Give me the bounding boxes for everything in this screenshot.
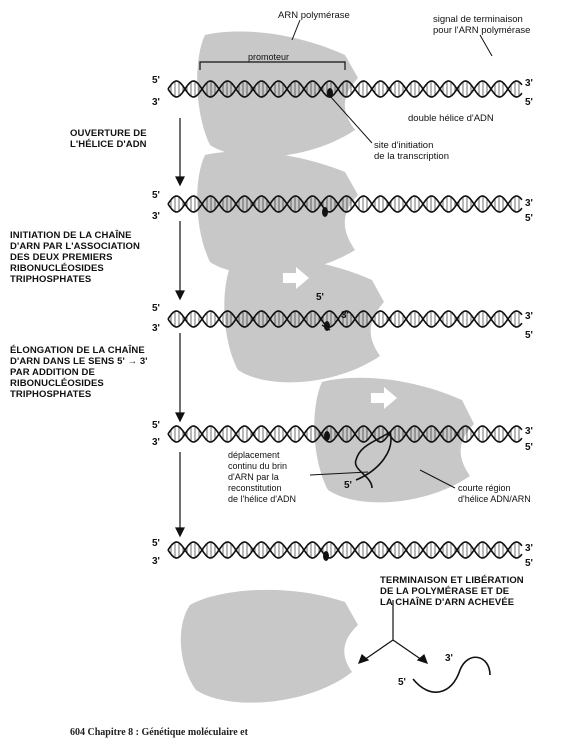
- helix2-bottom-3: 3': [152, 211, 160, 222]
- label-courte-region: courte région d'hélice ADN/ARN: [458, 483, 531, 505]
- initiation-site-2: [322, 207, 328, 217]
- dna-helix-5: [168, 542, 522, 558]
- termination-arrow: [359, 600, 427, 663]
- helix1-bottom-3: 3': [152, 97, 160, 108]
- helix3-bottom-5: 5': [525, 330, 533, 341]
- step-initiation: INITIATION DE LA CHAÎNE D'ARN PAR L'ASSO…: [10, 230, 140, 285]
- step-elongation: ÉLONGATION DE LA CHAÎNE D'ARN DANS LE SE…: [10, 345, 148, 400]
- helix2-bottom-5: 5': [525, 213, 533, 224]
- helix1-top-5: 5': [152, 75, 160, 86]
- step-terminaison: TERMINAISON ET LIBÉRATION DE LA POLYMÉRA…: [380, 575, 524, 608]
- initiation-site-3: [324, 321, 330, 331]
- label-promoteur: promoteur: [248, 52, 289, 63]
- helix4-top-5: 5': [152, 420, 160, 431]
- helix4-top-3: 3': [525, 426, 533, 437]
- polymerase-shape-2: [197, 151, 358, 274]
- helix5-bottom-5: 5': [525, 558, 533, 569]
- rna-final-5: 5': [398, 677, 406, 688]
- rna-initiation-5: 5': [316, 292, 324, 303]
- rna-initiation-3: 3': [341, 310, 349, 321]
- label-signal-terminaison: signal de terminaison pour l'ARN polymér…: [433, 14, 530, 36]
- leader-polymerase: [292, 20, 300, 40]
- label-double-helice: double hélice d'ADN: [408, 113, 494, 124]
- helix5-bottom-3: 3': [152, 556, 160, 567]
- step-ouverture: OUVERTURE DE L'HÉLICE D'ADN: [70, 128, 147, 150]
- helix4-bottom-3: 3': [152, 437, 160, 448]
- helix4-bottom-5: 5': [525, 442, 533, 453]
- helix1-bottom-5: 5': [525, 97, 533, 108]
- initiation-site-4: [324, 431, 330, 441]
- rna-elongation-5: 5': [344, 480, 352, 491]
- label-arn-polymerase: ARN polymérase: [278, 10, 350, 21]
- helix1-top-3: 3': [525, 78, 533, 89]
- page-footer: 604 Chapitre 8 : Génétique moléculaire e…: [70, 727, 248, 738]
- helix5-top-5: 5': [152, 538, 160, 549]
- helix5-top-3: 3': [525, 543, 533, 554]
- helix3-top-3: 3': [525, 311, 533, 322]
- helix2-top-5: 5': [152, 190, 160, 201]
- helix3-top-5: 5': [152, 303, 160, 314]
- helix2-top-3: 3': [525, 198, 533, 209]
- helix3-bottom-3: 3': [152, 323, 160, 334]
- rna-final-3: 3': [445, 653, 453, 664]
- label-site-initiation: site d'initiation de la transcription: [374, 140, 449, 162]
- label-deplacement: déplacement continu du brin d'ARN par la…: [228, 450, 296, 505]
- initiation-site-5: [323, 551, 329, 561]
- leader-signal: [480, 35, 492, 56]
- polymerase-shape-5: [181, 590, 358, 703]
